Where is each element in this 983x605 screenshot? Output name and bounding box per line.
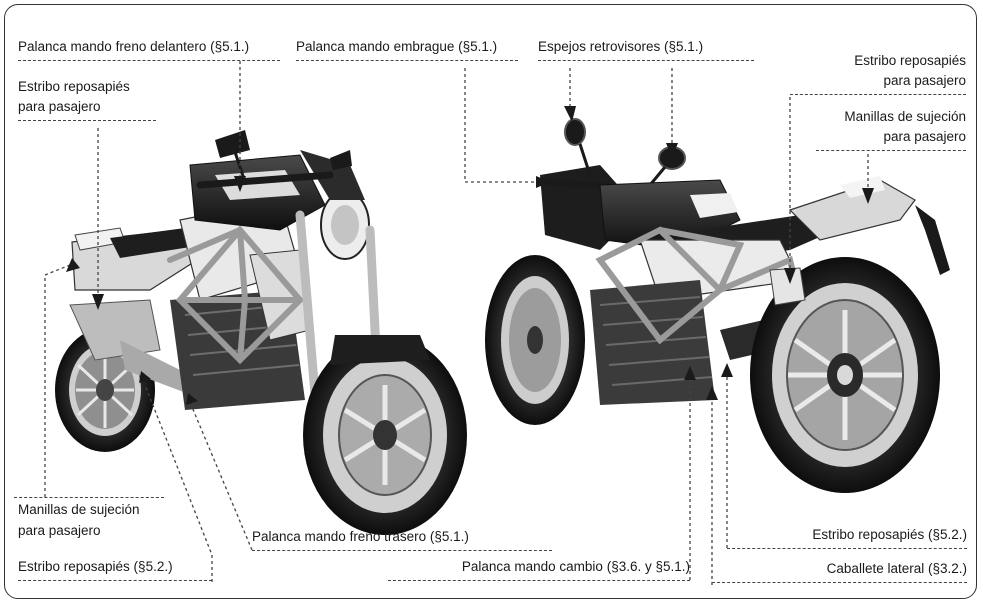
- label-passenger-footrest-right-line2: para pasajero: [790, 72, 966, 95]
- right-front-wheel: [485, 255, 585, 425]
- label-footrest-left: Estribo reposapiés (§5.2.): [18, 558, 212, 581]
- arrowheads: [66, 106, 874, 405]
- left-motorcycle: [55, 130, 467, 535]
- label-footrest-right: Estribo reposapiés (§5.2.): [727, 526, 967, 549]
- label-passenger-grab-right-line1: Manillas de sujeción: [844, 109, 966, 124]
- grab-left-underline: [14, 497, 164, 498]
- label-mirrors: Espejos retrovisores (§5.1.): [538, 38, 754, 61]
- label-passenger-footrest-left-line2: para pasajero: [18, 98, 156, 121]
- right-rear-wheel: [750, 257, 940, 493]
- label-passenger-footrest-left-line1: Estribo reposapiés: [18, 79, 130, 94]
- leader-lines: [44, 61, 869, 585]
- label-clutch-lever: Palanca mando embrague (§5.1.): [296, 38, 518, 61]
- label-passenger-footrest-right-line1: Estribo reposapiés: [854, 53, 966, 68]
- left-front-wheel: [303, 335, 467, 535]
- label-passenger-grab-left-line2: para pasajero: [18, 523, 101, 538]
- right-motorcycle: [485, 118, 950, 493]
- label-passenger-grab-left-line1: Manillas de sujeción: [18, 502, 140, 517]
- label-rear-brake-lever: Palanca mando freno trasero (§5.1.): [252, 528, 552, 551]
- diagram-border: [4, 4, 977, 599]
- label-gear-lever: Palanca mando cambio (§3.6. y §5.1.): [388, 558, 690, 581]
- label-front-brake-lever: Palanca mando freno delantero (§5.1.): [18, 38, 280, 61]
- label-passenger-grab-right-line2: para pasajero: [816, 128, 966, 151]
- label-side-stand: Caballete lateral (§3.2.): [712, 560, 967, 583]
